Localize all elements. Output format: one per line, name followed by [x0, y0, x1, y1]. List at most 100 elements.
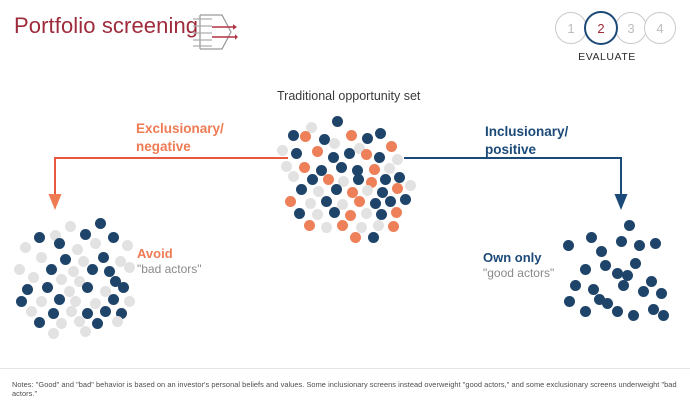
data-point-navy — [385, 196, 396, 207]
data-point-navy — [54, 238, 65, 249]
data-point-grey — [56, 318, 67, 329]
data-point-grey — [90, 298, 101, 309]
data-point-navy — [616, 236, 627, 247]
data-point-grey — [356, 222, 367, 233]
step-1[interactable]: 1 — [555, 12, 587, 44]
page-title: Portfolio screening — [14, 13, 199, 38]
data-point-grey — [64, 286, 75, 297]
data-point-navy — [100, 306, 111, 317]
data-point-navy — [656, 288, 667, 299]
data-point-navy — [377, 187, 388, 198]
data-point-navy — [116, 308, 127, 319]
data-point-navy — [376, 209, 387, 220]
data-point-grey — [50, 230, 61, 241]
data-point-grey — [28, 272, 39, 283]
data-point-grey — [392, 154, 403, 165]
data-point-navy — [22, 284, 33, 295]
data-point-grey — [373, 220, 384, 231]
data-point-navy — [564, 296, 575, 307]
data-point-grey — [337, 199, 348, 210]
data-point-grey — [48, 328, 59, 339]
data-point-orange — [346, 130, 357, 141]
data-point-orange — [299, 162, 310, 173]
data-point-navy — [370, 198, 381, 209]
data-point-orange — [312, 146, 323, 157]
data-point-orange — [345, 210, 356, 221]
data-point-grey — [361, 208, 372, 219]
data-point-grey — [74, 316, 85, 327]
data-point-navy — [108, 232, 119, 243]
data-point-navy — [328, 152, 339, 163]
data-point-grey — [112, 316, 123, 327]
data-point-navy — [82, 308, 93, 319]
data-point-orange — [323, 174, 334, 185]
step-2-active[interactable]: 2 — [584, 11, 618, 45]
data-point-navy — [630, 258, 641, 269]
data-point-orange — [350, 232, 361, 243]
data-point-navy — [80, 229, 91, 240]
data-point-navy — [570, 280, 581, 291]
data-point-grey — [288, 171, 299, 182]
data-point-grey — [65, 221, 76, 232]
data-point-orange — [337, 220, 348, 231]
data-point-orange — [366, 177, 377, 188]
data-point-navy — [110, 276, 121, 287]
data-point-navy — [296, 184, 307, 195]
exclusionary-label: Exclusionary/ negative — [136, 121, 224, 154]
avoid-outcome: Avoid "bad actors" — [137, 246, 202, 278]
data-point-grey — [20, 242, 31, 253]
data-point-grey — [78, 256, 89, 267]
cluster-traditional-opportunity-set — [274, 108, 419, 243]
data-point-navy — [638, 286, 649, 297]
data-point-navy — [307, 174, 318, 185]
step-4[interactable]: 4 — [644, 12, 676, 44]
data-point-navy — [46, 264, 57, 275]
data-point-navy — [600, 260, 611, 271]
data-point-orange — [361, 149, 372, 160]
data-point-navy — [321, 196, 332, 207]
own-only-subtext: "good actors" — [483, 266, 555, 281]
data-point-grey — [14, 264, 25, 275]
data-point-navy — [92, 318, 103, 329]
data-point-orange — [386, 141, 397, 152]
data-point-orange — [304, 220, 315, 231]
data-point-grey — [354, 143, 365, 154]
data-point-navy — [368, 232, 379, 243]
data-point-orange — [347, 187, 358, 198]
data-point-orange — [392, 183, 403, 194]
footnote-text: Notes: "Good" and "bad" behavior is base… — [12, 380, 677, 399]
data-point-grey — [362, 185, 373, 196]
data-point-grey — [66, 306, 77, 317]
data-point-grey — [72, 244, 83, 255]
data-point-navy — [104, 266, 115, 277]
data-point-navy — [563, 240, 574, 251]
data-point-navy — [394, 172, 405, 183]
step-pager-label: EVALUATE — [578, 51, 636, 63]
data-point-navy — [648, 304, 659, 315]
data-point-navy — [374, 152, 385, 163]
data-point-navy — [294, 208, 305, 219]
data-point-grey — [305, 198, 316, 209]
data-point-navy — [34, 232, 45, 243]
data-point-navy — [624, 220, 635, 231]
data-point-navy — [380, 174, 391, 185]
avoid-subtext: "bad actors" — [137, 262, 202, 277]
funnel-filter-icon — [193, 14, 238, 50]
data-point-navy — [375, 128, 386, 139]
data-point-grey — [90, 238, 101, 249]
data-point-grey — [100, 286, 111, 297]
data-point-grey — [115, 256, 126, 267]
inclusionary-arrow — [404, 157, 628, 210]
step-3[interactable]: 3 — [615, 12, 647, 44]
data-point-navy — [344, 148, 355, 159]
data-point-navy — [580, 306, 591, 317]
data-point-grey — [74, 276, 85, 287]
data-point-grey — [70, 296, 81, 307]
data-point-grey — [306, 122, 317, 133]
data-point-orange — [369, 164, 380, 175]
data-point-orange — [300, 131, 311, 142]
data-point-navy — [628, 310, 639, 321]
data-point-grey — [80, 326, 91, 337]
cluster-own-good-actors — [558, 218, 678, 323]
